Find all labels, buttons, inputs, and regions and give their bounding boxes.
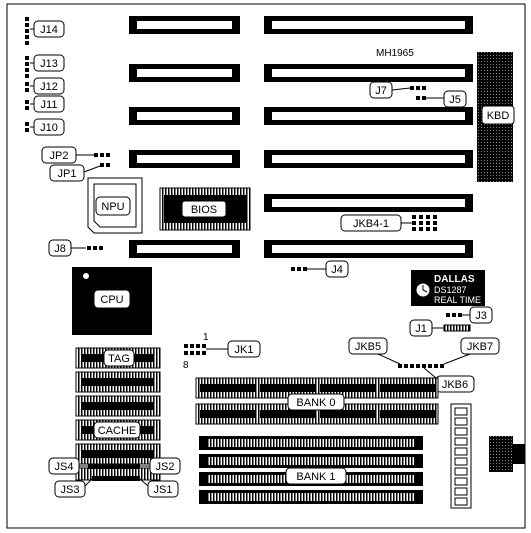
svg-text:J13: J13 [40,58,58,70]
cpu-label: CPU [100,294,123,306]
label-jp1: JP1 [49,164,101,182]
svg-text:J7: J7 [375,85,387,97]
label-j8: J8 [48,239,103,257]
label-js3: JS3 [54,478,93,498]
svg-text:JP2: JP2 [50,150,69,162]
label-tag: TAG [103,349,135,367]
label-bank0: BANK 0 [287,393,345,411]
bios-chip: BIOS [159,187,251,231]
label-j10: J10 [30,118,65,136]
svg-text:JKB4-1: JKB4-1 [353,218,389,230]
kbd-label: KBD [487,110,510,122]
svg-text:J4: J4 [331,264,343,276]
jumper-j7-j5-pins [410,86,426,100]
label-js2: JS2 [140,457,181,475]
left-jumper-headers [25,17,29,132]
kbd-connector: KBD [477,52,515,182]
npu-label: NPU [101,201,124,213]
npu-socket: NPU [87,177,143,234]
label-j1: J1 [409,319,471,337]
jumper-jp2-jp1-pins [94,153,110,167]
svg-text:CACHE: CACHE [98,425,137,437]
jumper-jkb-pins [398,364,444,368]
bios-label: BIOS [191,204,217,216]
dallas-line2: DS1287 [434,285,467,295]
jumper-jk1: 1 8 JK1 [183,332,261,371]
label-jkb6: JKB6 [423,367,475,393]
svg-text:J11: J11 [41,99,58,111]
svg-text:JS4: JS4 [55,461,74,473]
svg-text:J5: J5 [449,94,461,106]
svg-text:J8: J8 [54,243,66,255]
svg-text:JKB7: JKB7 [467,341,493,353]
dallas-line3: REAL TIME [434,295,481,305]
dallas-rtc-chip: DALLAS DS1287 REAL TIME [411,270,485,306]
label-bank1: BANK 1 [285,467,347,485]
svg-text:JP1: JP1 [58,168,77,180]
bank0-chips [195,377,439,425]
label-js4: JS4 [48,457,88,475]
label-j7: J7 [369,81,411,99]
svg-text:JS3: JS3 [61,484,80,496]
jumper-j3-pins [446,313,462,317]
svg-text:J12: J12 [40,81,58,93]
label-j3: J3 [462,306,493,324]
power-connector [450,403,472,509]
svg-text:JS2: JS2 [156,461,175,473]
cpu-chip: CPU [72,267,152,335]
right-edge-connector [489,436,525,472]
label-jkb4-1: JKB4-1 [340,214,412,232]
svg-text:JK1: JK1 [235,344,254,356]
svg-text:BANK 0: BANK 0 [296,397,335,409]
isa-slots-right [264,16,473,258]
jumper-jkb4-1-pins [412,215,437,231]
cache-sram-chips [75,347,161,481]
label-j12: J12 [30,77,65,95]
label-j14: J14 [30,20,65,38]
svg-text:J14: J14 [40,24,58,36]
label-j13: J13 [30,54,65,72]
svg-text:J10: J10 [40,122,58,134]
board-id-label: MH1965 [376,48,414,59]
svg-text:BANK 1: BANK 1 [296,471,335,483]
svg-text:TAG: TAG [108,353,130,365]
label-j4: J4 [291,260,349,278]
svg-text:J1: J1 [415,323,427,335]
svg-text:JS1: JS1 [154,484,173,496]
jumper-js-pins [88,464,140,481]
svg-text:JKB6: JKB6 [442,379,468,391]
board-outline [6,3,526,529]
label-j5: J5 [426,90,467,108]
label-jkb5: JKB5 [348,337,401,365]
label-cache: CACHE [93,421,141,439]
label-jp2: JP2 [41,146,94,164]
svg-text:J3: J3 [475,310,487,322]
svg-text:JKB5: JKB5 [355,341,381,353]
label-j11: J11 [30,95,65,113]
label-jkb7: JKB7 [443,337,500,365]
svg-text:1: 1 [203,332,209,343]
isa-slots-left [129,16,240,258]
svg-text:8: 8 [183,360,189,371]
dallas-line1: DALLAS [434,274,475,285]
label-js1: JS1 [139,478,179,498]
